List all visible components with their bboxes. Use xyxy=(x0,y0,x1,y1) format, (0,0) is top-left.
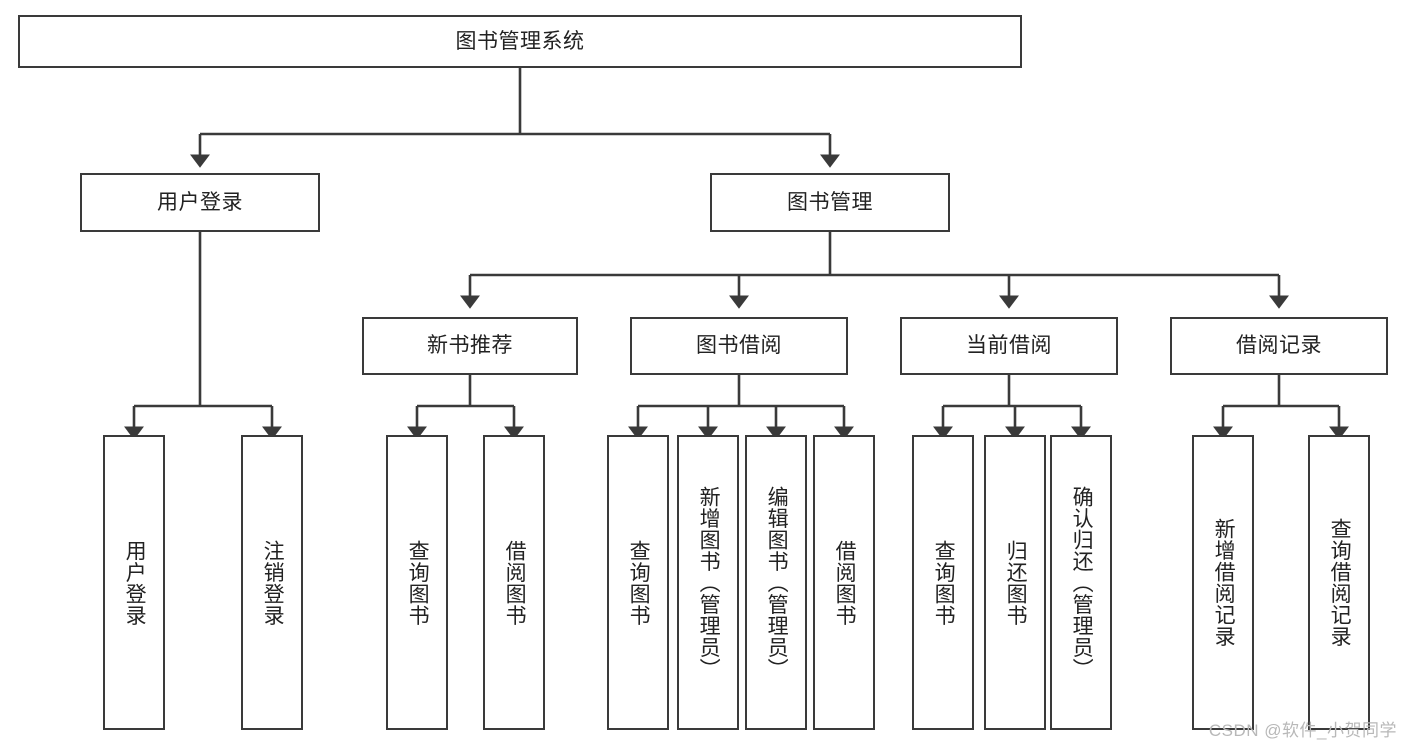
node-label: 新增借阅记录 xyxy=(1212,518,1236,647)
node-leaf-4[interactable]: 借阅图书 xyxy=(483,435,545,730)
node-label: 编辑图书（管理员） xyxy=(765,485,789,680)
node-label: 用户登录 xyxy=(123,539,147,626)
node-leaf-12[interactable]: 新增借阅记录 xyxy=(1192,435,1254,730)
node-leaf-11[interactable]: 确认归还（管理员） xyxy=(1050,435,1112,730)
node-label: 注销登录 xyxy=(261,539,285,626)
node-label: 图书管理 xyxy=(787,190,873,214)
node-leaf-2[interactable]: 注销登录 xyxy=(241,435,303,730)
node-label: 借阅记录 xyxy=(1236,334,1322,358)
node-label: 用户登录 xyxy=(157,190,243,214)
node-root-system[interactable]: 图书管理系统 xyxy=(18,15,1022,68)
node-label: 确认归还（管理员） xyxy=(1070,485,1094,680)
node-label: 当前借阅 xyxy=(966,334,1052,358)
node-label: 查询图书 xyxy=(932,539,956,626)
watermark-label: CSDN @软件_小贺同学 xyxy=(1208,721,1397,740)
node-leaf-13[interactable]: 查询借阅记录 xyxy=(1308,435,1370,730)
node-leaf-7[interactable]: 编辑图书（管理员） xyxy=(745,435,807,730)
node-label: 借阅图书 xyxy=(833,539,857,626)
node-label: 图书借阅 xyxy=(696,334,782,358)
node-level3-4[interactable]: 借阅记录 xyxy=(1170,317,1388,375)
node-label: 借阅图书 xyxy=(503,539,527,626)
node-level2-2[interactable]: 图书管理 xyxy=(710,173,950,232)
node-label: 图书管理系统 xyxy=(455,29,585,53)
node-label: 查询图书 xyxy=(627,539,651,626)
node-leaf-10[interactable]: 归还图书 xyxy=(984,435,1046,730)
node-label: 查询图书 xyxy=(406,539,430,626)
node-leaf-3[interactable]: 查询图书 xyxy=(386,435,448,730)
node-leaf-8[interactable]: 借阅图书 xyxy=(813,435,875,730)
node-level3-2[interactable]: 图书借阅 xyxy=(630,317,848,375)
node-level3-1[interactable]: 新书推荐 xyxy=(362,317,578,375)
edges-group xyxy=(123,68,1350,440)
node-level3-3[interactable]: 当前借阅 xyxy=(900,317,1118,375)
node-label: 新书推荐 xyxy=(427,334,513,358)
node-level2-1[interactable]: 用户登录 xyxy=(80,173,320,232)
node-label: 查询借阅记录 xyxy=(1328,518,1352,647)
node-label: 新增图书（管理员） xyxy=(697,485,721,680)
node-leaf-9[interactable]: 查询图书 xyxy=(912,435,974,730)
node-leaf-6[interactable]: 新增图书（管理员） xyxy=(677,435,739,730)
node-leaf-5[interactable]: 查询图书 xyxy=(607,435,669,730)
node-label: 归还图书 xyxy=(1004,539,1028,626)
node-leaf-1[interactable]: 用户登录 xyxy=(103,435,165,730)
